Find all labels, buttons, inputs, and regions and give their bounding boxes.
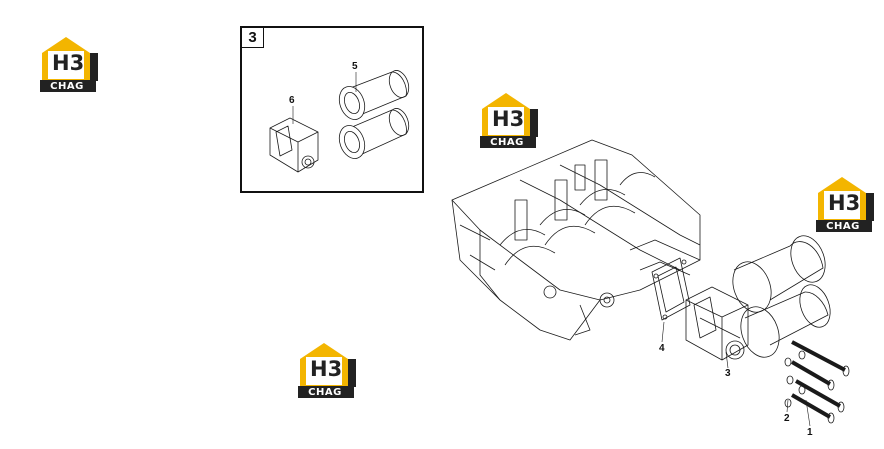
callout-6: 6: [289, 95, 295, 106]
bolts: [790, 340, 850, 424]
callout-4: 4: [659, 343, 665, 354]
callout-2: 2: [784, 413, 790, 424]
watermark-text: CHAG: [826, 221, 860, 232]
watermark-logo: H3 CHAG: [294, 339, 356, 399]
watermark-logo: H3 CHAG: [36, 33, 98, 93]
watermark-mark: H3: [828, 191, 861, 215]
callout-3: 3: [725, 368, 731, 379]
watermark-logo-shape: [298, 343, 356, 398]
watermark-text: CHAG: [308, 387, 342, 398]
watermark-text: CHAG: [50, 81, 84, 92]
filter-head: [685, 286, 749, 361]
watermark-mark: H3: [310, 357, 343, 381]
gasket: [651, 257, 691, 321]
watermark-logo-shape: [40, 37, 98, 92]
engine-block: [451, 139, 701, 341]
inset-number: 3: [242, 28, 264, 48]
filter-cartridges: [732, 235, 831, 358]
watermark-logo: H3 CHAG: [812, 173, 874, 233]
watermark-logo-shape: [480, 93, 538, 148]
watermark-logo-shape: [816, 177, 874, 232]
watermark-text: CHAG: [490, 137, 524, 148]
watermark-logo: H3 CHAG: [476, 89, 538, 149]
watermark-mark: H3: [52, 51, 85, 75]
watermark-mark: H3: [492, 107, 525, 131]
callout-5: 5: [352, 61, 358, 72]
callout-1: 1: [807, 427, 813, 438]
washers: [784, 350, 806, 408]
